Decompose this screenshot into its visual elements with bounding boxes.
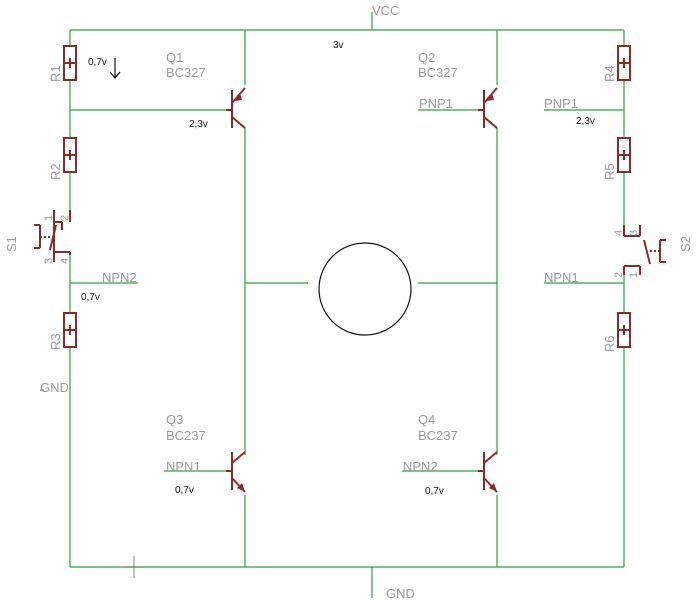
s1-pin-4: 4 — [59, 258, 71, 264]
s2-pin-2: 2 — [613, 272, 625, 278]
r5-label: R5 — [602, 163, 617, 180]
s1-pin-3: 3 — [43, 258, 55, 264]
current-arrow-icon — [109, 58, 121, 79]
voltage-npn2-left: 0,7v — [81, 292, 100, 303]
resistor-r6[interactable] — [617, 312, 631, 348]
transistor-q2[interactable] — [478, 87, 498, 129]
pushbutton-switch-icon — [34, 210, 71, 262]
s2-pin-4: 4 — [613, 230, 625, 236]
voltage-q4-base: 0,7v — [425, 486, 444, 497]
q3-model: BC237 — [166, 428, 206, 443]
net-npn1-q3: NPN1 — [166, 459, 201, 474]
net-npn2-q4: NPN2 — [403, 459, 438, 474]
resistor-icon — [617, 137, 631, 173]
q2-name: Q2 — [418, 50, 435, 65]
switch-s1[interactable] — [34, 210, 71, 262]
pushbutton-switch-icon — [623, 225, 666, 275]
resistor-icon — [63, 137, 77, 173]
voltage-r1: 0,7v — [88, 57, 107, 68]
transistor-q4[interactable] — [478, 451, 498, 493]
npn-transistor-icon — [478, 451, 498, 493]
resistor-icon — [63, 312, 77, 348]
net-npn2-left: NPN2 — [102, 270, 137, 285]
resistor-r3[interactable] — [63, 312, 77, 348]
resistor-r4[interactable] — [617, 45, 631, 81]
pnp-transistor-icon — [226, 87, 246, 129]
q2-model: BC327 — [418, 65, 458, 80]
voltage-top: 3v — [333, 40, 344, 51]
motor-circle-icon — [318, 242, 412, 336]
s1-pin-2: 2 — [59, 215, 71, 221]
q4-model: BC237 — [418, 428, 458, 443]
s1-pin-1: 1 — [43, 215, 55, 221]
q3-name: Q3 — [166, 412, 183, 427]
q4-name: Q4 — [418, 412, 435, 427]
vcc-label: VCC — [372, 3, 399, 18]
gnd-bottom-label: GND — [386, 586, 415, 601]
labels: VCC GND GND 3v 0,7v 2,3v 2,3v 0,7v 0,7v … — [4, 3, 693, 601]
resistor-r1[interactable] — [63, 45, 77, 81]
s2-pin-1: 1 — [628, 272, 640, 278]
resistor-icon — [617, 312, 631, 348]
npn-transistor-icon — [226, 451, 246, 493]
gnd-left-label: GND — [40, 380, 69, 395]
net-pnp1-q2: PNP1 — [419, 96, 453, 111]
q1-model: BC327 — [166, 65, 206, 80]
r3-label: R3 — [48, 333, 63, 350]
crosshair-cursor-icon — [123, 556, 145, 578]
q1-name: Q1 — [166, 50, 183, 65]
pnp-transistor-icon — [478, 87, 498, 129]
s2-label: S2 — [678, 236, 693, 252]
resistor-icon — [617, 45, 631, 81]
switch-s2[interactable] — [623, 225, 666, 275]
r2-label: R2 — [48, 163, 63, 180]
s2-pin-3: 3 — [628, 230, 640, 236]
resistor-r2[interactable] — [63, 137, 77, 173]
r4-label: R4 — [602, 65, 617, 82]
voltage-q3-base: 0,7v — [175, 485, 194, 496]
r1-label: R1 — [48, 65, 63, 82]
resistor-r5[interactable] — [617, 137, 631, 173]
s1-label: S1 — [4, 236, 19, 252]
voltage-q2-base: 2,3v — [576, 116, 595, 127]
wires — [40, 12, 625, 598]
transistor-q3[interactable] — [226, 451, 246, 493]
transistor-q1[interactable] — [226, 87, 246, 129]
resistors — [63, 45, 631, 348]
resistor-icon — [63, 45, 77, 81]
r6-label: R6 — [602, 335, 617, 352]
voltage-q1-base: 2,3v — [189, 119, 208, 130]
net-pnp1-right: PNP1 — [544, 96, 578, 111]
net-npn1-right: NPN1 — [544, 270, 579, 285]
